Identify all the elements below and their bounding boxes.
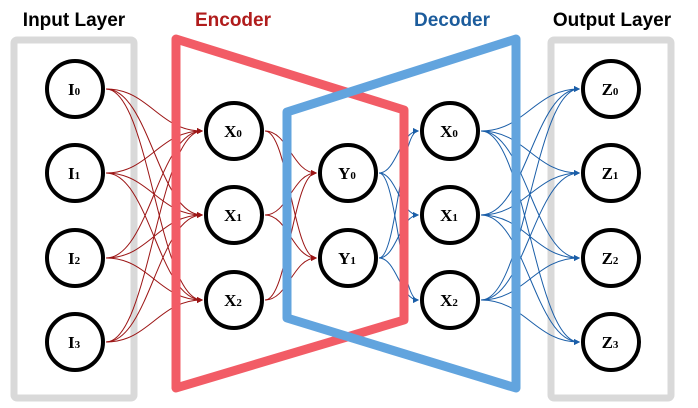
node-label: X0 xyxy=(440,122,458,141)
edge-dec_hidden-2-to-output-3 xyxy=(480,299,580,345)
node-circle xyxy=(45,228,105,288)
node-label: Z1 xyxy=(602,164,619,183)
node-circle xyxy=(204,270,264,330)
edge-latent-1-to-dec_hidden-2 xyxy=(378,257,419,303)
node-circle xyxy=(420,270,480,330)
encoder-title: Encoder xyxy=(195,10,272,31)
node-latent-1: Y1 xyxy=(318,228,378,288)
edge-input-0-to-enc_hidden-0 xyxy=(105,88,203,134)
node-input-2: I2 xyxy=(45,228,105,288)
edge-dec_hidden-1-to-output-0 xyxy=(480,86,580,216)
node-label: I2 xyxy=(68,249,81,268)
edge-dec_hidden-0-to-output-0 xyxy=(480,86,580,132)
node-circle xyxy=(45,59,105,119)
edge-dec_hidden-2-to-output-0 xyxy=(480,86,580,301)
edge-input-3-to-enc_hidden-2 xyxy=(105,297,203,343)
node-enc_hidden-2: X2 xyxy=(204,270,264,330)
node-circle xyxy=(581,59,641,119)
node-label: Z3 xyxy=(602,333,619,352)
node-label: Z0 xyxy=(602,80,619,99)
node-circle xyxy=(581,312,641,372)
node-circle xyxy=(420,101,480,161)
edge-latent-1-to-dec_hidden-0 xyxy=(378,128,419,259)
node-circle xyxy=(318,143,378,203)
decoder-trapezoid xyxy=(282,34,521,393)
node-label: X0 xyxy=(224,122,242,141)
node-latent-0: Y0 xyxy=(318,143,378,203)
node-circle xyxy=(45,143,105,203)
edge-input-3-to-enc_hidden-1 xyxy=(105,212,203,343)
decoder-title: Decoder xyxy=(414,10,491,31)
edge-dec_hidden-2-to-output-2 xyxy=(480,255,580,301)
node-circle xyxy=(581,228,641,288)
node-input-1: I1 xyxy=(45,143,105,203)
node-label: X2 xyxy=(440,291,458,310)
edge-latent-0-to-dec_hidden-0 xyxy=(378,128,419,174)
edge-input-2-to-enc_hidden-0 xyxy=(105,128,203,259)
node-circle xyxy=(204,101,264,161)
input-layer-box xyxy=(10,36,138,402)
node-output-0: Z0 xyxy=(581,59,641,119)
node-circle xyxy=(420,185,480,245)
node-dec_hidden-2: X2 xyxy=(420,270,480,330)
node-enc_hidden-0: X0 xyxy=(204,101,264,161)
input-layer-title: Input Layer xyxy=(23,10,126,31)
encoder-trapezoid xyxy=(171,34,409,393)
node-dec_hidden-1: X1 xyxy=(420,185,480,245)
node-label: Y1 xyxy=(338,249,356,268)
node-input-0: I0 xyxy=(45,59,105,119)
node-circle xyxy=(45,312,105,372)
node-output-2: Z2 xyxy=(581,228,641,288)
node-circle xyxy=(581,143,641,203)
output-layer-box xyxy=(547,36,675,402)
node-circle xyxy=(204,185,264,245)
node-output-1: Z1 xyxy=(581,143,641,203)
node-input-3: I3 xyxy=(45,312,105,372)
node-label: Y0 xyxy=(338,164,356,183)
node-label: I1 xyxy=(68,164,80,183)
node-label: Z2 xyxy=(602,249,619,268)
node-label: X1 xyxy=(440,206,458,225)
output-layer-title: Output Layer xyxy=(553,10,672,31)
edge-input-1-to-enc_hidden-0 xyxy=(105,128,203,174)
node-label: I0 xyxy=(68,80,81,99)
edge-input-3-to-enc_hidden-0 xyxy=(105,128,203,343)
node-dec_hidden-0: X0 xyxy=(420,101,480,161)
node-label: X2 xyxy=(224,291,242,310)
edge-dec_hidden-2-to-output-1 xyxy=(480,170,580,301)
node-enc_hidden-1: X1 xyxy=(204,185,264,245)
node-circle xyxy=(318,228,378,288)
edge-latent-1-to-dec_hidden-1 xyxy=(378,212,419,259)
node-label: X1 xyxy=(224,206,242,225)
node-label: I3 xyxy=(68,333,81,352)
connections xyxy=(105,86,580,345)
node-output-3: Z3 xyxy=(581,312,641,372)
